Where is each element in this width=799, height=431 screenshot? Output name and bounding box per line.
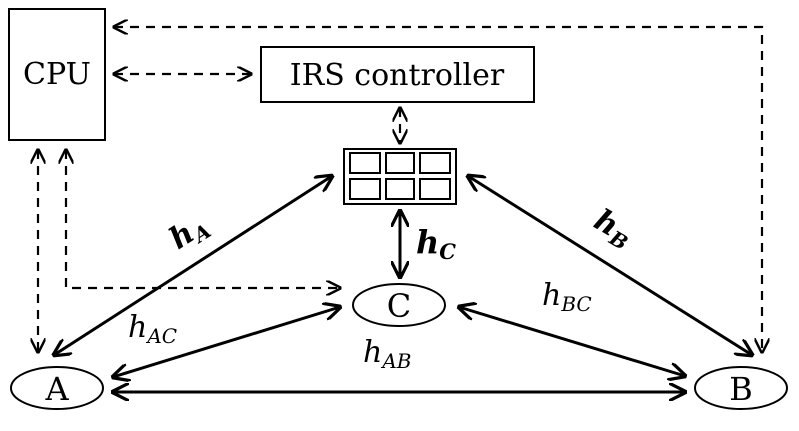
node-b: B bbox=[694, 366, 788, 410]
label-h-c: hC bbox=[416, 223, 456, 264]
irs-controller-node: IRS controller bbox=[260, 46, 535, 103]
irs-panel-icon bbox=[343, 148, 457, 205]
irs-controller-label: IRS controller bbox=[290, 58, 505, 93]
label-h-bc: hBC bbox=[542, 278, 592, 316]
channel-a-irs-line bbox=[54, 176, 332, 355]
label-h-a: hA bbox=[163, 207, 215, 259]
node-c-label: C bbox=[387, 287, 411, 325]
node-c: C bbox=[352, 283, 446, 327]
label-h-ac: hAC bbox=[128, 310, 177, 348]
node-a: A bbox=[10, 366, 104, 410]
cpu-node: CPU bbox=[8, 8, 106, 141]
label-h-b: hB bbox=[587, 203, 640, 255]
channel-b-irs-line bbox=[468, 176, 752, 355]
node-a-label: A bbox=[44, 370, 69, 408]
cpu-label: CPU bbox=[23, 57, 91, 92]
cpu-c-link bbox=[66, 150, 340, 288]
cpu-box bbox=[8, 8, 106, 141]
channel-a-c-line bbox=[113, 307, 340, 377]
channel-b-c-line bbox=[459, 307, 685, 376]
label-h-ab: hAB bbox=[363, 335, 411, 373]
cpu-b-link bbox=[114, 27, 762, 352]
node-b-label: B bbox=[729, 370, 753, 408]
